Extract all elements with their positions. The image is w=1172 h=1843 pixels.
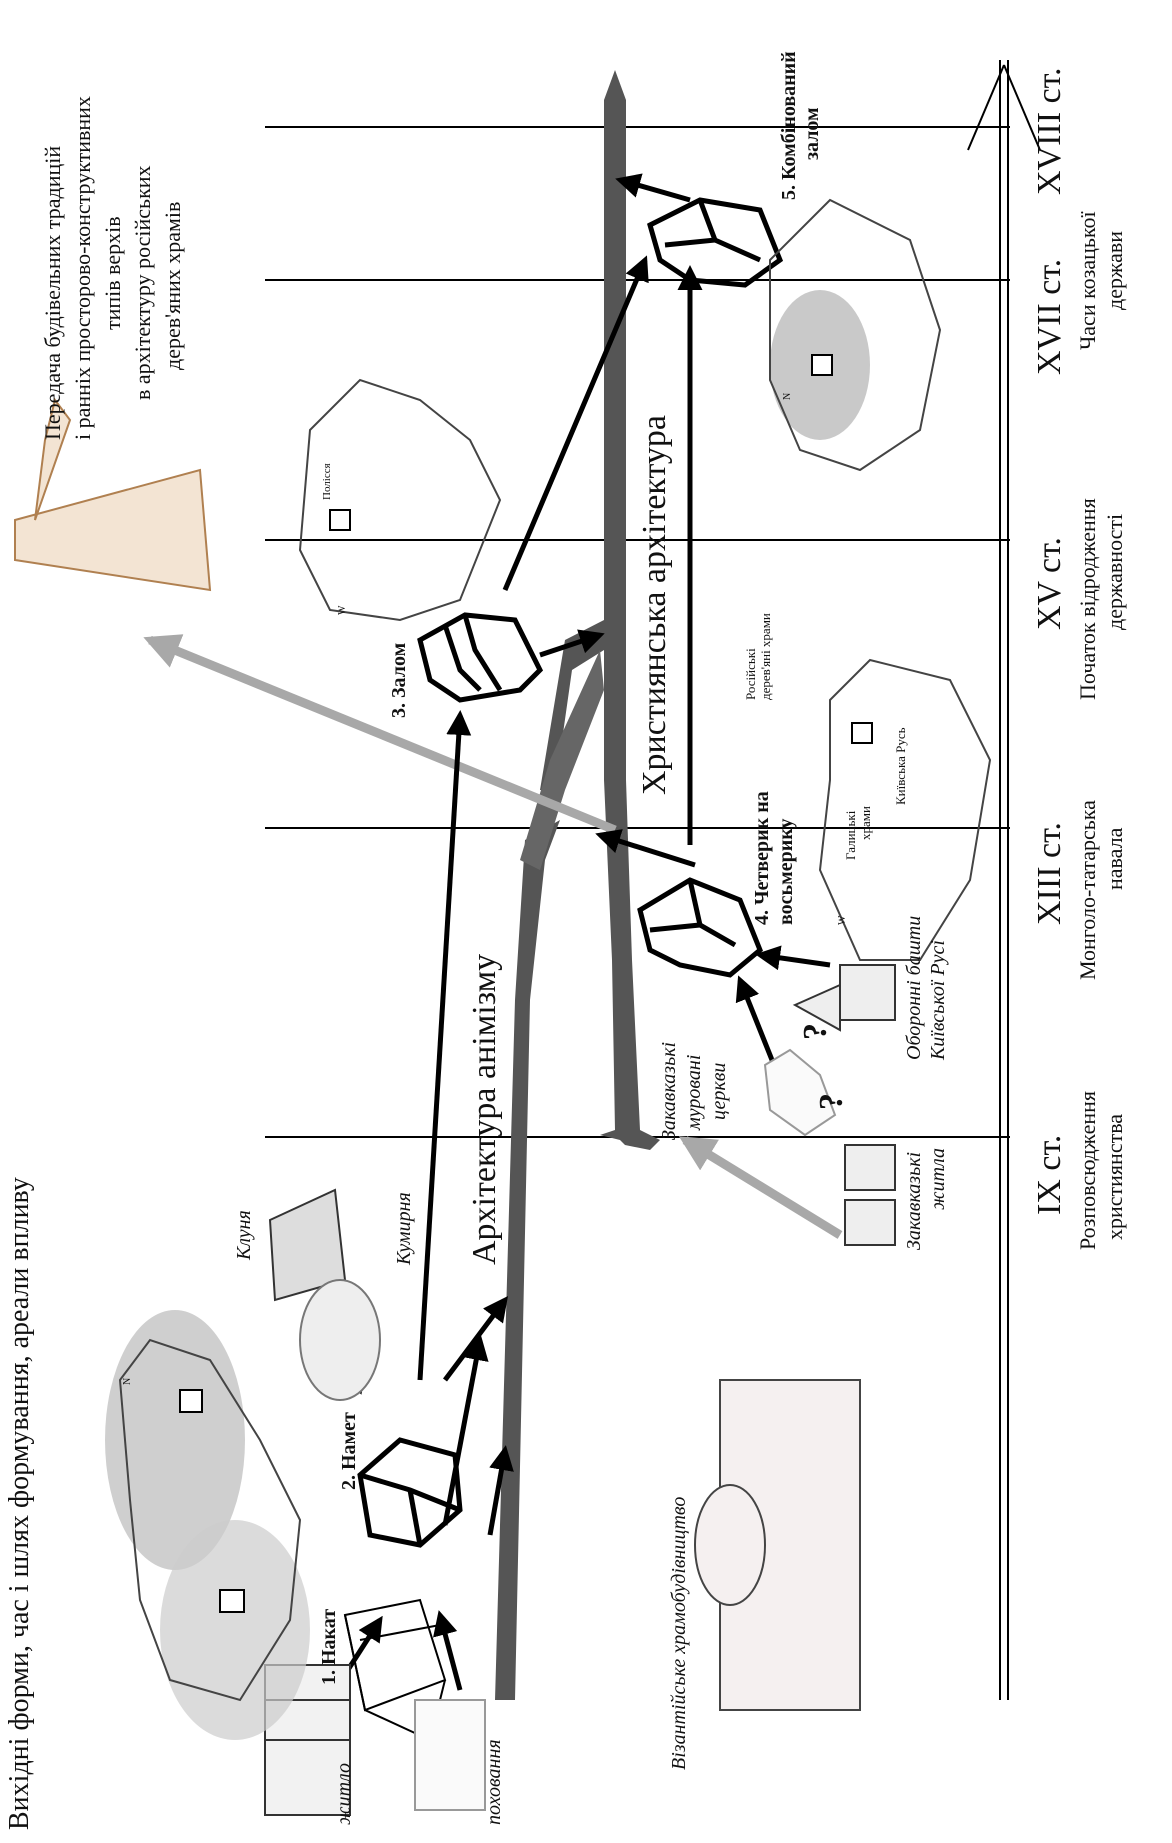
event-ix-line-1: Розповсюдження — [1075, 1091, 1100, 1250]
map-zalom — [298, 378, 502, 622]
event-xvii-line-2: держави — [1102, 231, 1127, 310]
zakavkazki-zhytla-label-1: Закавказькі — [903, 1152, 925, 1250]
question-mark-1: ? — [797, 1023, 834, 1040]
zakavkazki-zhytla-illustration — [844, 1144, 896, 1246]
form-nakat-label: 1. Накат — [318, 1609, 340, 1685]
kliunia-label: Клуня — [233, 1210, 255, 1261]
form-combined-label-2: залом — [801, 107, 823, 160]
connection-arrows — [332, 173, 831, 1692]
zhytlo-label: житло — [333, 1763, 355, 1825]
christian-stream-band — [600, 70, 660, 1150]
form-namet-label: 2. Намет — [338, 1412, 360, 1490]
transfer-line-1: Передача будівельних традицій — [40, 146, 65, 440]
century-label-ix: IX ст. — [1031, 1135, 1068, 1215]
map-combined — [769, 198, 942, 472]
map-kyivska-rus-label: Київська Русь — [893, 727, 908, 805]
zakavkazki-tserkvy-label-3: церкви — [708, 1063, 730, 1120]
century-label-xviii: XVIII ст. — [1031, 68, 1068, 195]
form-combined-label-1: 5. Комбінований — [778, 51, 800, 200]
zakavkazki-zhytla-label-2: житла — [927, 1148, 949, 1210]
event-xvii-line-1: Часи козацької — [1075, 210, 1100, 350]
transfer-line-2: і ранніх просторово-конструктивних — [70, 96, 95, 440]
map-polissia-label: Полісся — [321, 463, 333, 500]
christian-stream-label: Християнська архітектура — [636, 415, 673, 795]
timeline-axis — [967, 60, 1041, 1700]
kumyrnia-illustration — [299, 1279, 381, 1401]
animism-stream-label: Архітектура анімізму — [466, 954, 503, 1265]
map-west-label-1: W — [337, 605, 348, 615]
pokhovannia-label: поховання — [483, 1739, 505, 1825]
event-xiii-line-2: навала — [1102, 827, 1127, 890]
century-label-xiii: XIII ст. — [1031, 822, 1068, 925]
oboronni-illustration — [792, 964, 896, 1032]
form-chetveryk-label-2: восьмерику — [775, 818, 797, 925]
kumyrnia-label: Кумирня — [393, 1192, 415, 1266]
namet-form-icon — [357, 1437, 463, 1548]
map-rosiiski-label-1: Російські — [743, 648, 758, 700]
oboronni-label-2: Київської Русі — [927, 940, 949, 1061]
byzantine-label: Візантійське храмобудівництво — [668, 1497, 690, 1770]
transfer-arrow — [143, 634, 617, 835]
map-chetveryk — [818, 658, 992, 961]
oboronni-label-1: Оборонні башти — [903, 916, 925, 1060]
transfer-line-5: дерев'яних храмів — [160, 202, 185, 370]
zakavkazki-tserkvy-label-1: Закавказькі — [658, 1042, 680, 1140]
map-west-label-2: W — [837, 915, 848, 925]
event-xiii-line-1: Монголо-татарська — [1075, 800, 1100, 980]
chetveryk-form-icon — [637, 877, 763, 978]
map-rosiiski-label-2: дерев'яні храми — [758, 613, 773, 700]
event-xv-line-1: Початок відродження — [1075, 498, 1100, 700]
transfer-line-4: в архітектуру російських — [130, 165, 155, 400]
zakavkazki-tserkvy-label-2: муровані — [683, 1055, 705, 1131]
map-nakat-namet — [105, 1310, 310, 1740]
question-mark-2: ? — [813, 1093, 850, 1110]
diagram-title: Вихідні форми, час і шлях формування, ар… — [4, 1177, 35, 1830]
zakavkazzia-arrow — [678, 1136, 843, 1239]
century-label-xv: XV ст. — [1031, 537, 1068, 630]
zakavkazki-tserkvy-illustration — [763, 1048, 837, 1137]
map-north-label-2: N — [782, 393, 793, 400]
form-zalom-label: 3. Залом — [388, 643, 410, 718]
combined-form-icon — [647, 197, 784, 288]
event-xv-line-2: державності — [1102, 514, 1127, 630]
pokhovannia-illustration — [414, 1699, 486, 1811]
century-label-xvii: XVII ст. — [1031, 259, 1068, 375]
form-chetveryk-label-1: 4. Четверик на — [751, 791, 773, 925]
map-halytski-label-1: Галицькі — [843, 810, 858, 860]
map-north-label-1: N — [122, 1378, 133, 1385]
russian-church-illustration — [14, 397, 212, 592]
byzantine-illustration — [694, 1379, 861, 1711]
map-halytski-label-2: храми — [858, 806, 873, 840]
animism-stream-band — [495, 820, 560, 1700]
zalom-form-icon — [417, 612, 544, 703]
christian-lower-fork — [520, 650, 604, 870]
transfer-line-3: типів верхів — [100, 216, 125, 330]
event-ix-line-2: християнства — [1102, 1114, 1127, 1240]
